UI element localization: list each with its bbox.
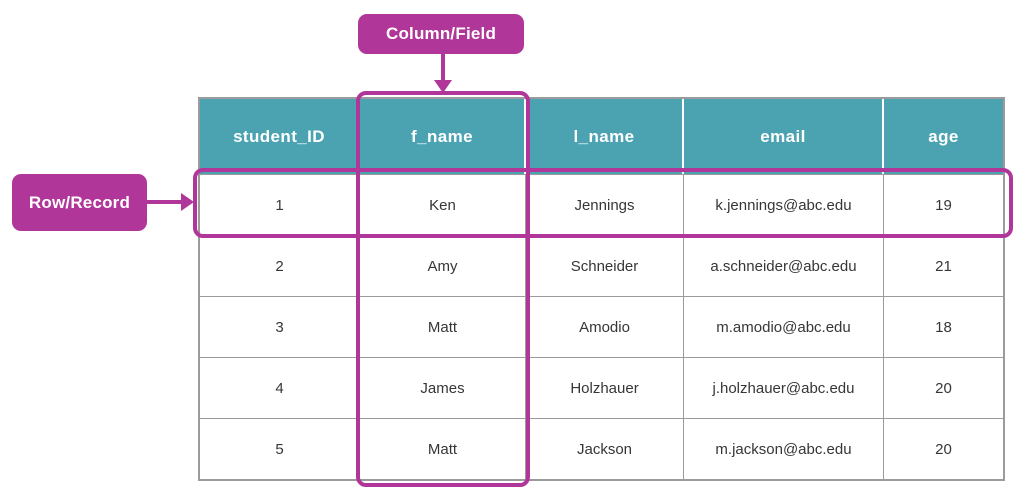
table-cell: 20	[935, 379, 952, 397]
table-cell: Matt	[360, 297, 526, 357]
table-cell: Amodio	[526, 297, 684, 357]
column-header: student_ID	[200, 99, 360, 174]
table-cell: m.amodio@abc.edu	[684, 297, 884, 357]
table-cell: 2	[200, 236, 360, 296]
row-record-label: Row/Record	[28, 192, 131, 212]
table-cell: 4	[200, 358, 360, 418]
table-cell: 18	[935, 318, 952, 336]
table-cell: m.jackson@abc.edu	[684, 419, 884, 479]
table-cell: a.schneider@abc.edu	[684, 236, 884, 296]
row-record-callout: Row/Record	[12, 174, 147, 231]
table-cell: Holzhauer	[526, 358, 684, 418]
table-cell: James	[360, 358, 526, 418]
column-header: f_name	[360, 99, 526, 174]
table-cell: Matt	[360, 419, 526, 479]
table-cell: Ken	[360, 175, 526, 235]
column-arrow-line	[441, 54, 445, 81]
column-header: l_name	[526, 99, 684, 174]
column-field-callout: Column/Field	[358, 14, 524, 54]
table-cell: 1	[200, 175, 360, 235]
table-cell: 3	[200, 297, 360, 357]
table-cell: j.holzhauer@abc.edu	[684, 358, 884, 418]
column-header: email	[684, 99, 884, 174]
column-header: age	[928, 126, 959, 146]
row-arrow-right-icon	[181, 193, 194, 211]
column-field-label: Column/Field	[385, 24, 497, 43]
table-cell: Schneider	[526, 236, 684, 296]
table-cell: k.jennings@abc.edu	[684, 175, 884, 235]
column-arrow-down-icon	[434, 80, 452, 93]
table-cell: 19	[935, 196, 952, 214]
table-cell: 20	[935, 440, 952, 458]
table-cell: 21	[935, 257, 952, 275]
table-cell: 5	[200, 419, 360, 479]
row-arrow-line	[147, 200, 182, 204]
table-cell: Jackson	[526, 419, 684, 479]
table-cell: Amy	[360, 236, 526, 296]
table-cell: Jennings	[526, 175, 684, 235]
